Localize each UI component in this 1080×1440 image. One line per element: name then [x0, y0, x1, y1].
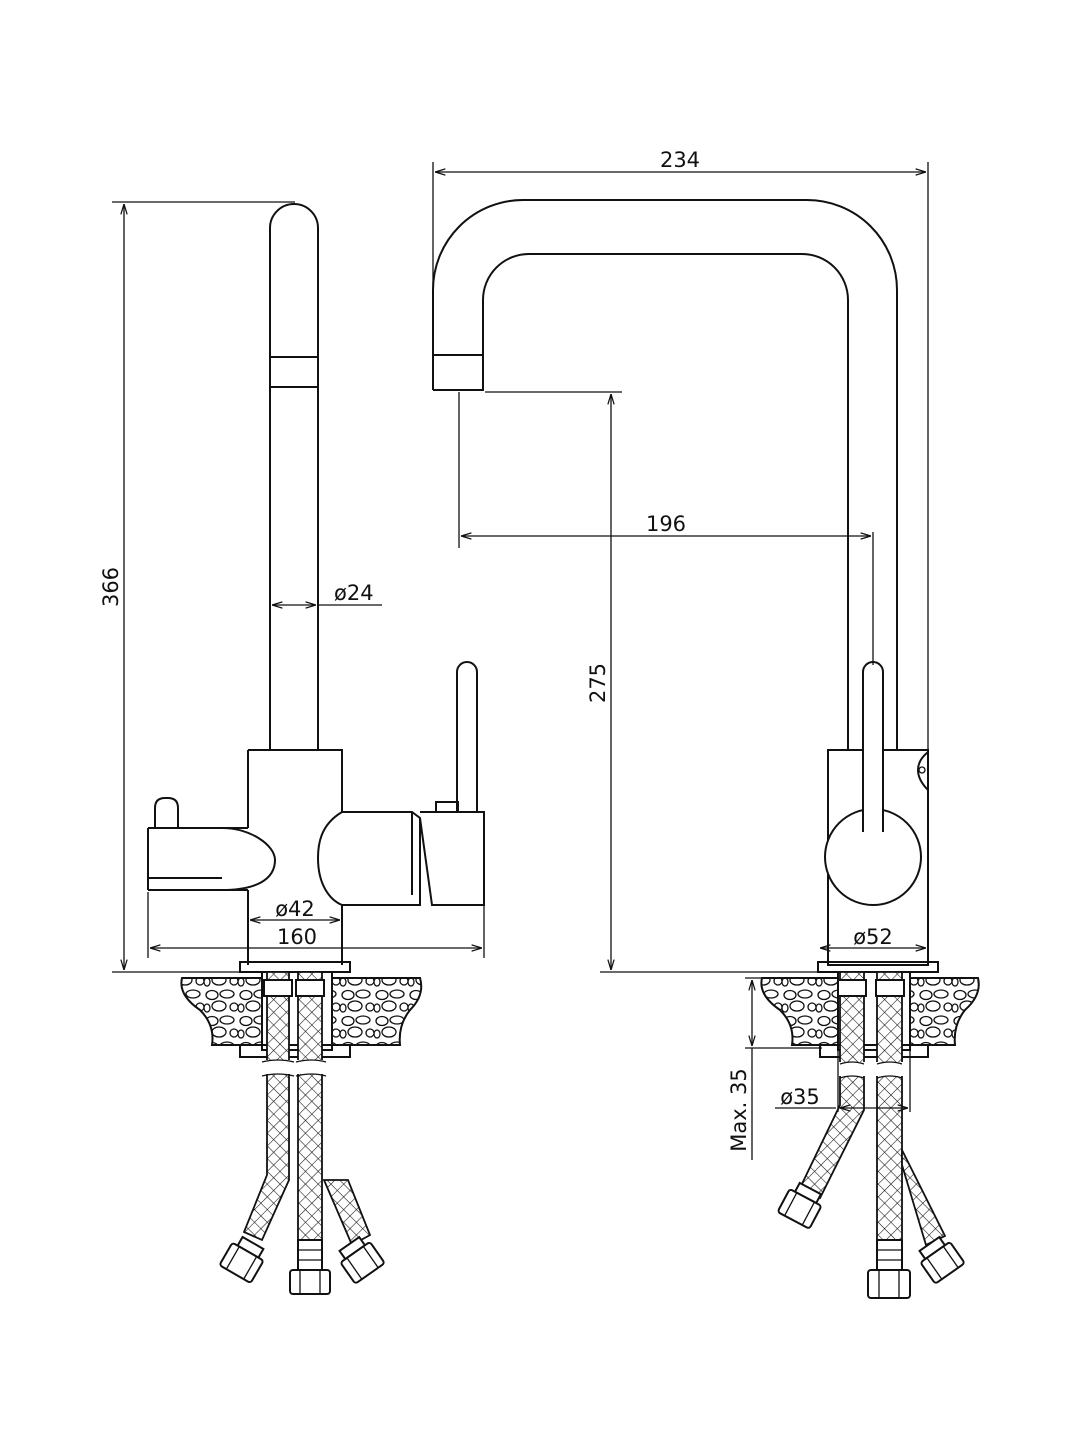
mixer-lever — [456, 661, 478, 812]
front-mixer-lever — [862, 661, 884, 832]
supply-hose-left — [242, 971, 290, 1242]
front-hose-nut-left — [777, 1181, 823, 1229]
filter-outlet-connector — [147, 827, 248, 891]
front-supply-hose-right — [876, 971, 903, 1241]
spout-outlet — [433, 354, 484, 391]
front-hose-nut-right — [918, 1235, 965, 1284]
dim-mounting-hole: ø35 — [780, 1085, 820, 1109]
mixer-cartridge — [342, 811, 421, 906]
dim-overall-height: 366 — [99, 567, 123, 607]
side-view: 366 ø24 ø42 160 — [99, 201, 485, 1295]
spout-aerator-band — [269, 356, 319, 388]
supply-hose-right — [322, 1179, 372, 1247]
supply-hose-middle — [297, 971, 323, 1241]
front-base-flange — [817, 961, 939, 973]
base-flange — [239, 961, 351, 973]
faucet-body — [247, 749, 343, 965]
spout-tube — [269, 203, 319, 750]
dim-front-width: 234 — [660, 148, 700, 172]
hose-nut-left — [219, 1235, 265, 1284]
filter-lever-knob — [154, 797, 179, 828]
dim-outlet-height: 275 — [586, 663, 610, 703]
dim-side-width: 160 — [277, 925, 317, 949]
hose-nut-right — [338, 1235, 385, 1284]
dim-base-diameter: ø52 — [853, 925, 893, 949]
dim-spout-reach: 196 — [646, 512, 686, 536]
filter-knob-side — [916, 751, 929, 791]
front-hose-nut-middle — [867, 1239, 911, 1299]
front-view: 234 196 275 ø52 Max. 35 ø35 — [432, 148, 980, 1299]
dim-spout-diameter: ø24 — [334, 581, 374, 605]
hose-nut-middle — [289, 1239, 331, 1295]
front-supply-hose-back — [901, 1149, 947, 1247]
gooseneck-spout — [432, 199, 898, 750]
dim-max-thickness: Max. 35 — [727, 1068, 751, 1152]
dim-body-diameter: ø42 — [275, 897, 315, 921]
